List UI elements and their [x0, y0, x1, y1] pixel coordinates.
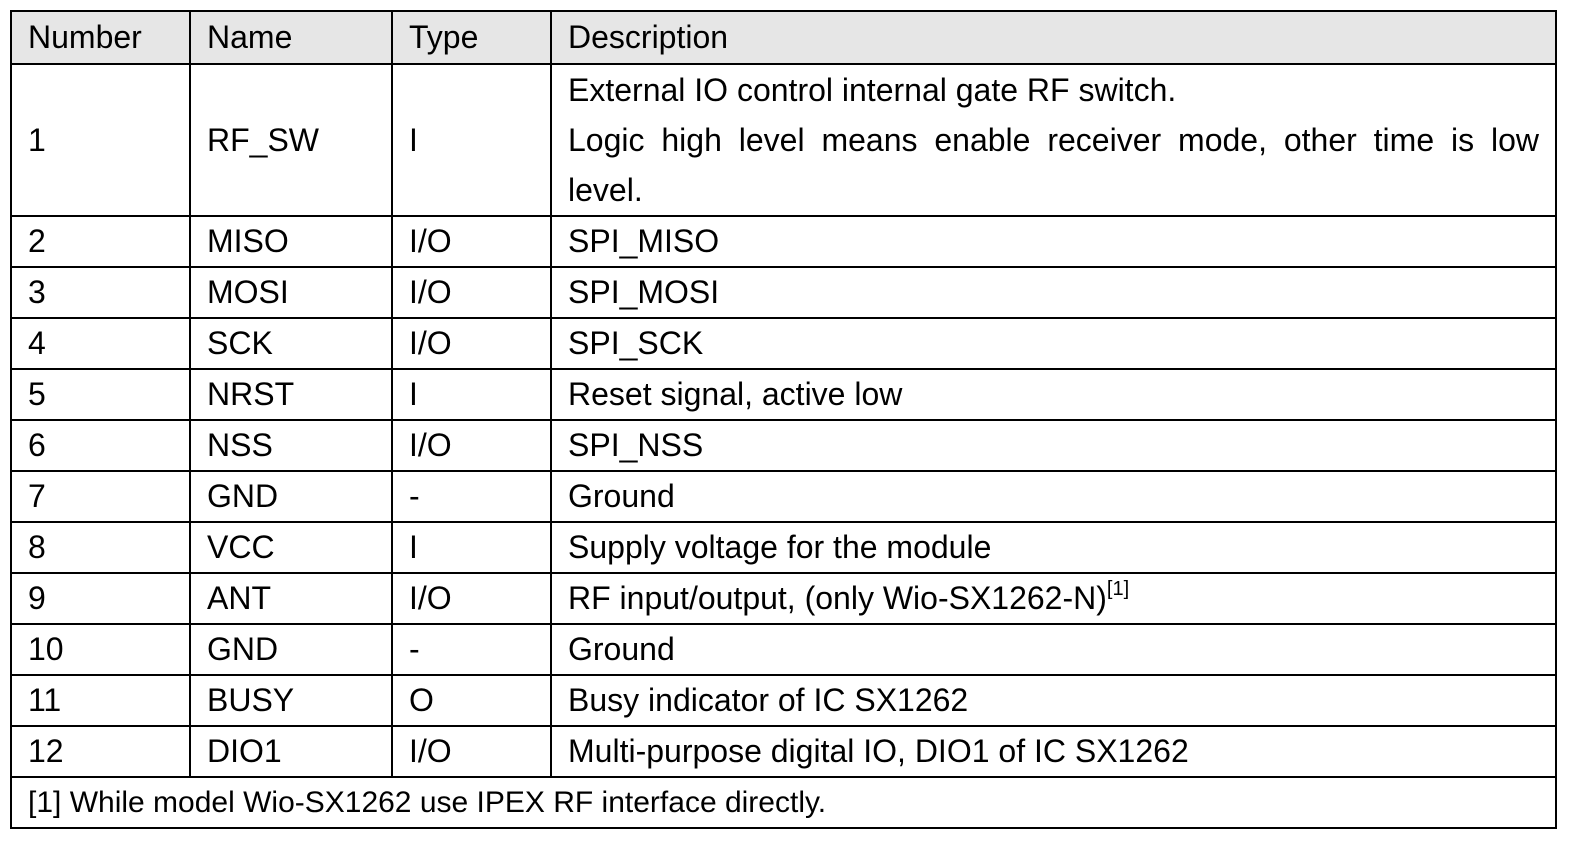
table-header-row: Number Name Type Description: [10, 10, 1557, 65]
cell-type: I: [391, 63, 552, 217]
description-line: External IO control internal gate RF swi…: [568, 72, 1177, 108]
cell-number: 11: [10, 674, 191, 727]
cell-description: Reset signal, active low: [550, 368, 1557, 421]
cell-type: -: [391, 470, 552, 523]
cell-name: GND: [189, 623, 393, 676]
cell-name: NRST: [189, 368, 393, 421]
cell-type: I/O: [391, 266, 552, 319]
cell-type: O: [391, 674, 552, 727]
cell-type: I/O: [391, 725, 552, 778]
cell-number: 9: [10, 572, 191, 625]
cell-name: MOSI: [189, 266, 393, 319]
cell-description: SPI_SCK: [550, 317, 1557, 370]
cell-number: 1: [10, 63, 191, 217]
cell-type: I: [391, 521, 552, 574]
cell-description: Multi-purpose digital IO, DIO1 of IC SX1…: [550, 725, 1557, 778]
pin-definition-table: Number Name Type Description 1 RF_SW I E…: [10, 10, 1557, 829]
cell-name: NSS: [189, 419, 393, 472]
cell-name: GND: [189, 470, 393, 523]
cell-number: 7: [10, 470, 191, 523]
cell-type: -: [391, 623, 552, 676]
cell-description: SPI_NSS: [550, 419, 1557, 472]
table-row: 3 MOSI I/O SPI_MOSI: [10, 266, 1557, 319]
header-description: Description: [550, 10, 1557, 65]
table-row: 5 NRST I Reset signal, active low: [10, 368, 1557, 421]
table-row: 6 NSS I/O SPI_NSS: [10, 419, 1557, 472]
table-row: 12 DIO1 I/O Multi-purpose digital IO, DI…: [10, 725, 1557, 778]
cell-number: 12: [10, 725, 191, 778]
cell-number: 3: [10, 266, 191, 319]
cell-type: I/O: [391, 215, 552, 268]
cell-name: MISO: [189, 215, 393, 268]
table-row: 1 RF_SW I External IO control internal g…: [10, 63, 1557, 217]
table-row: 11 BUSY O Busy indicator of IC SX1262: [10, 674, 1557, 727]
cell-description: Supply voltage for the module: [550, 521, 1557, 574]
table-row: 2 MISO I/O SPI_MISO: [10, 215, 1557, 268]
footnote-reference: [1]: [1106, 578, 1130, 600]
cell-description: SPI_MISO: [550, 215, 1557, 268]
cell-name: ANT: [189, 572, 393, 625]
description-lines: External IO control internal gate RF swi…: [568, 65, 1539, 215]
cell-number: 5: [10, 368, 191, 421]
table-row: 9 ANT I/O RF input/output, (only Wio-SX1…: [10, 572, 1557, 625]
cell-name: SCK: [189, 317, 393, 370]
footnote-text: [1] While model Wio-SX1262 use IPEX RF i…: [10, 776, 1557, 829]
cell-number: 8: [10, 521, 191, 574]
cell-description: External IO control internal gate RF swi…: [550, 63, 1557, 217]
cell-description: Ground: [550, 470, 1557, 523]
cell-number: 10: [10, 623, 191, 676]
cell-name: DIO1: [189, 725, 393, 778]
description-text: RF input/output, (only Wio-SX1262-N): [568, 580, 1107, 616]
cell-description: SPI_MOSI: [550, 266, 1557, 319]
cell-type: I/O: [391, 317, 552, 370]
cell-number: 6: [10, 419, 191, 472]
footnote-row: [1] While model Wio-SX1262 use IPEX RF i…: [10, 776, 1557, 829]
cell-number: 2: [10, 215, 191, 268]
cell-description: RF input/output, (only Wio-SX1262-N)[1]: [550, 572, 1557, 625]
table-row: 7 GND - Ground: [10, 470, 1557, 523]
header-number: Number: [10, 10, 191, 65]
cell-name: VCC: [189, 521, 393, 574]
header-name: Name: [189, 10, 393, 65]
cell-description: Busy indicator of IC SX1262: [550, 674, 1557, 727]
cell-type: I/O: [391, 419, 552, 472]
table-row: 4 SCK I/O SPI_SCK: [10, 317, 1557, 370]
description-line: level.: [568, 172, 643, 208]
cell-name: BUSY: [189, 674, 393, 727]
cell-type: I/O: [391, 572, 552, 625]
cell-name: RF_SW: [189, 63, 393, 217]
cell-description: Ground: [550, 623, 1557, 676]
table-row: 8 VCC I Supply voltage for the module: [10, 521, 1557, 574]
header-type: Type: [391, 10, 552, 65]
cell-type: I: [391, 368, 552, 421]
table-row: 10 GND - Ground: [10, 623, 1557, 676]
cell-number: 4: [10, 317, 191, 370]
description-line: Logic high level means enable receiver m…: [568, 122, 1539, 158]
